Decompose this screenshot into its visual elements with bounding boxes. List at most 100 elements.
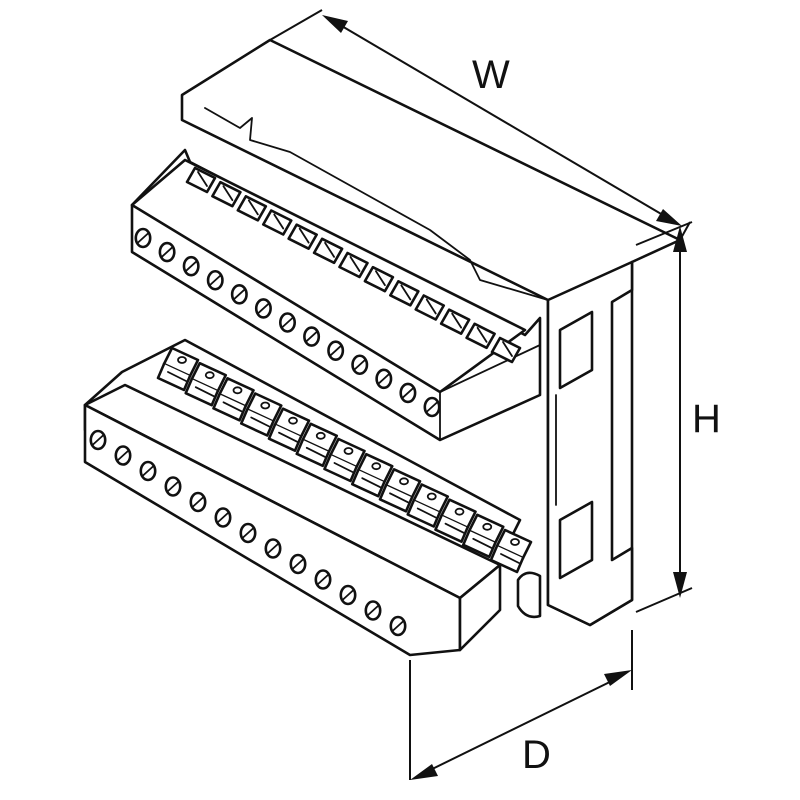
screw-slot — [161, 246, 173, 258]
screw-slot — [267, 543, 279, 554]
connector-tab-hole — [260, 401, 271, 410]
connector-tab-ridge — [361, 477, 382, 489]
screw-slot — [92, 434, 104, 446]
dimension-width: W — [269, 9, 691, 241]
screw-slot — [167, 481, 179, 492]
width-label: W — [472, 53, 510, 97]
screw-slot — [426, 401, 438, 413]
connector-tab-ridge — [500, 553, 520, 564]
connector-tab-leg — [378, 484, 414, 513]
connector-tab-hole — [315, 431, 326, 440]
screw-slot — [305, 331, 318, 342]
wire-entry — [363, 265, 395, 293]
lower-screw-row — [89, 429, 407, 637]
height-label: H — [692, 397, 721, 441]
wire-entry — [185, 166, 217, 194]
upper-wire-entry-row — [185, 166, 522, 364]
connector-tab-hole — [232, 386, 243, 395]
screw-slot — [233, 288, 246, 300]
dimension-depth: D — [409, 630, 633, 780]
connector-tab-leg — [461, 529, 497, 559]
lower-terminal-strip — [83, 383, 502, 657]
screw-slot — [137, 232, 149, 244]
screw-slot — [142, 465, 154, 477]
wire-entry — [439, 308, 471, 335]
depth-label: D — [522, 733, 551, 777]
connector-tab-ridge — [305, 446, 326, 458]
screw-slot — [367, 605, 379, 616]
wire-entry-edge — [324, 241, 335, 258]
screw-slot — [242, 527, 254, 539]
wire-entry — [236, 195, 268, 222]
wire-entry-edge — [247, 199, 259, 216]
wire-entry — [312, 237, 344, 265]
connector-tab-ridge — [278, 431, 298, 443]
screw-slot — [192, 496, 204, 508]
connector-tab-ridge — [222, 401, 243, 413]
connector-tab-hole — [510, 538, 520, 546]
connector-tab-hole — [288, 416, 298, 425]
connector-tab-hole — [343, 447, 354, 455]
upper-terminal-strip — [130, 148, 542, 442]
connector-tab-hole — [204, 371, 215, 380]
wire-entry — [389, 280, 420, 307]
upper-screw-row — [134, 227, 441, 418]
screw-slot — [257, 303, 270, 314]
screw-slot — [342, 589, 354, 601]
connector-tab-leg — [184, 377, 220, 407]
wire-entry-edge — [197, 171, 208, 187]
connector-tab-ridge — [444, 522, 465, 534]
wire-entry — [490, 336, 522, 364]
wire-entry-edge — [476, 326, 488, 343]
connector-tab-hole — [371, 462, 382, 471]
connector-tab-leg — [489, 544, 525, 574]
screw-slot — [292, 558, 304, 570]
connector-tab-hole — [399, 477, 409, 486]
connector-tab-leg — [295, 438, 331, 468]
connector-tab-ridge — [167, 371, 187, 382]
connector-tab-ridge — [333, 462, 354, 473]
screw-slot — [217, 512, 229, 523]
wire-entry-edge — [502, 341, 513, 357]
wire-entry-edge — [451, 312, 463, 329]
connector-tab-hole — [426, 492, 437, 501]
connector-tab-leg — [323, 453, 358, 483]
connector-tab-leg — [406, 499, 442, 528]
connector-tab-ridge — [194, 386, 215, 398]
wire-entry-edge — [375, 270, 386, 287]
connector-tab-ridge — [472, 537, 493, 549]
connector-tab-leg — [156, 362, 192, 392]
screw-slot — [377, 373, 390, 385]
din-rail-clip — [516, 260, 634, 627]
screw-slot — [402, 387, 414, 399]
wire-entry — [211, 180, 242, 208]
wire-entry-edge — [298, 227, 310, 244]
screw-slot — [317, 574, 329, 585]
connector-tab-row — [156, 346, 533, 574]
wire-entry — [414, 294, 446, 321]
wire-entry-edge — [425, 298, 437, 315]
wire-entry — [261, 209, 293, 236]
connector-tab-hole — [177, 356, 187, 364]
connector-tab-ridge — [416, 507, 437, 519]
wire-entry — [287, 223, 318, 250]
connector-tab-leg — [434, 514, 469, 543]
connector-tab-leg — [350, 468, 386, 498]
connector-tab-hole — [454, 507, 465, 516]
screw-slot — [209, 274, 222, 286]
wire-entry-edge — [349, 256, 361, 272]
connector-tab-ridge — [250, 416, 271, 428]
screw-slot — [392, 620, 404, 632]
connector-tab-leg — [212, 393, 247, 422]
connector-tab-leg — [267, 423, 303, 452]
connector-tab-ridge — [389, 492, 409, 504]
dimension-height: H — [635, 221, 721, 613]
screw-slot — [281, 317, 294, 328]
wire-entry — [338, 251, 369, 279]
screw-slot — [117, 450, 129, 461]
screw-slot — [185, 260, 198, 272]
screw-slot — [353, 359, 366, 371]
wire-entry-edge — [222, 185, 234, 202]
connector-tab-leg — [239, 408, 275, 437]
